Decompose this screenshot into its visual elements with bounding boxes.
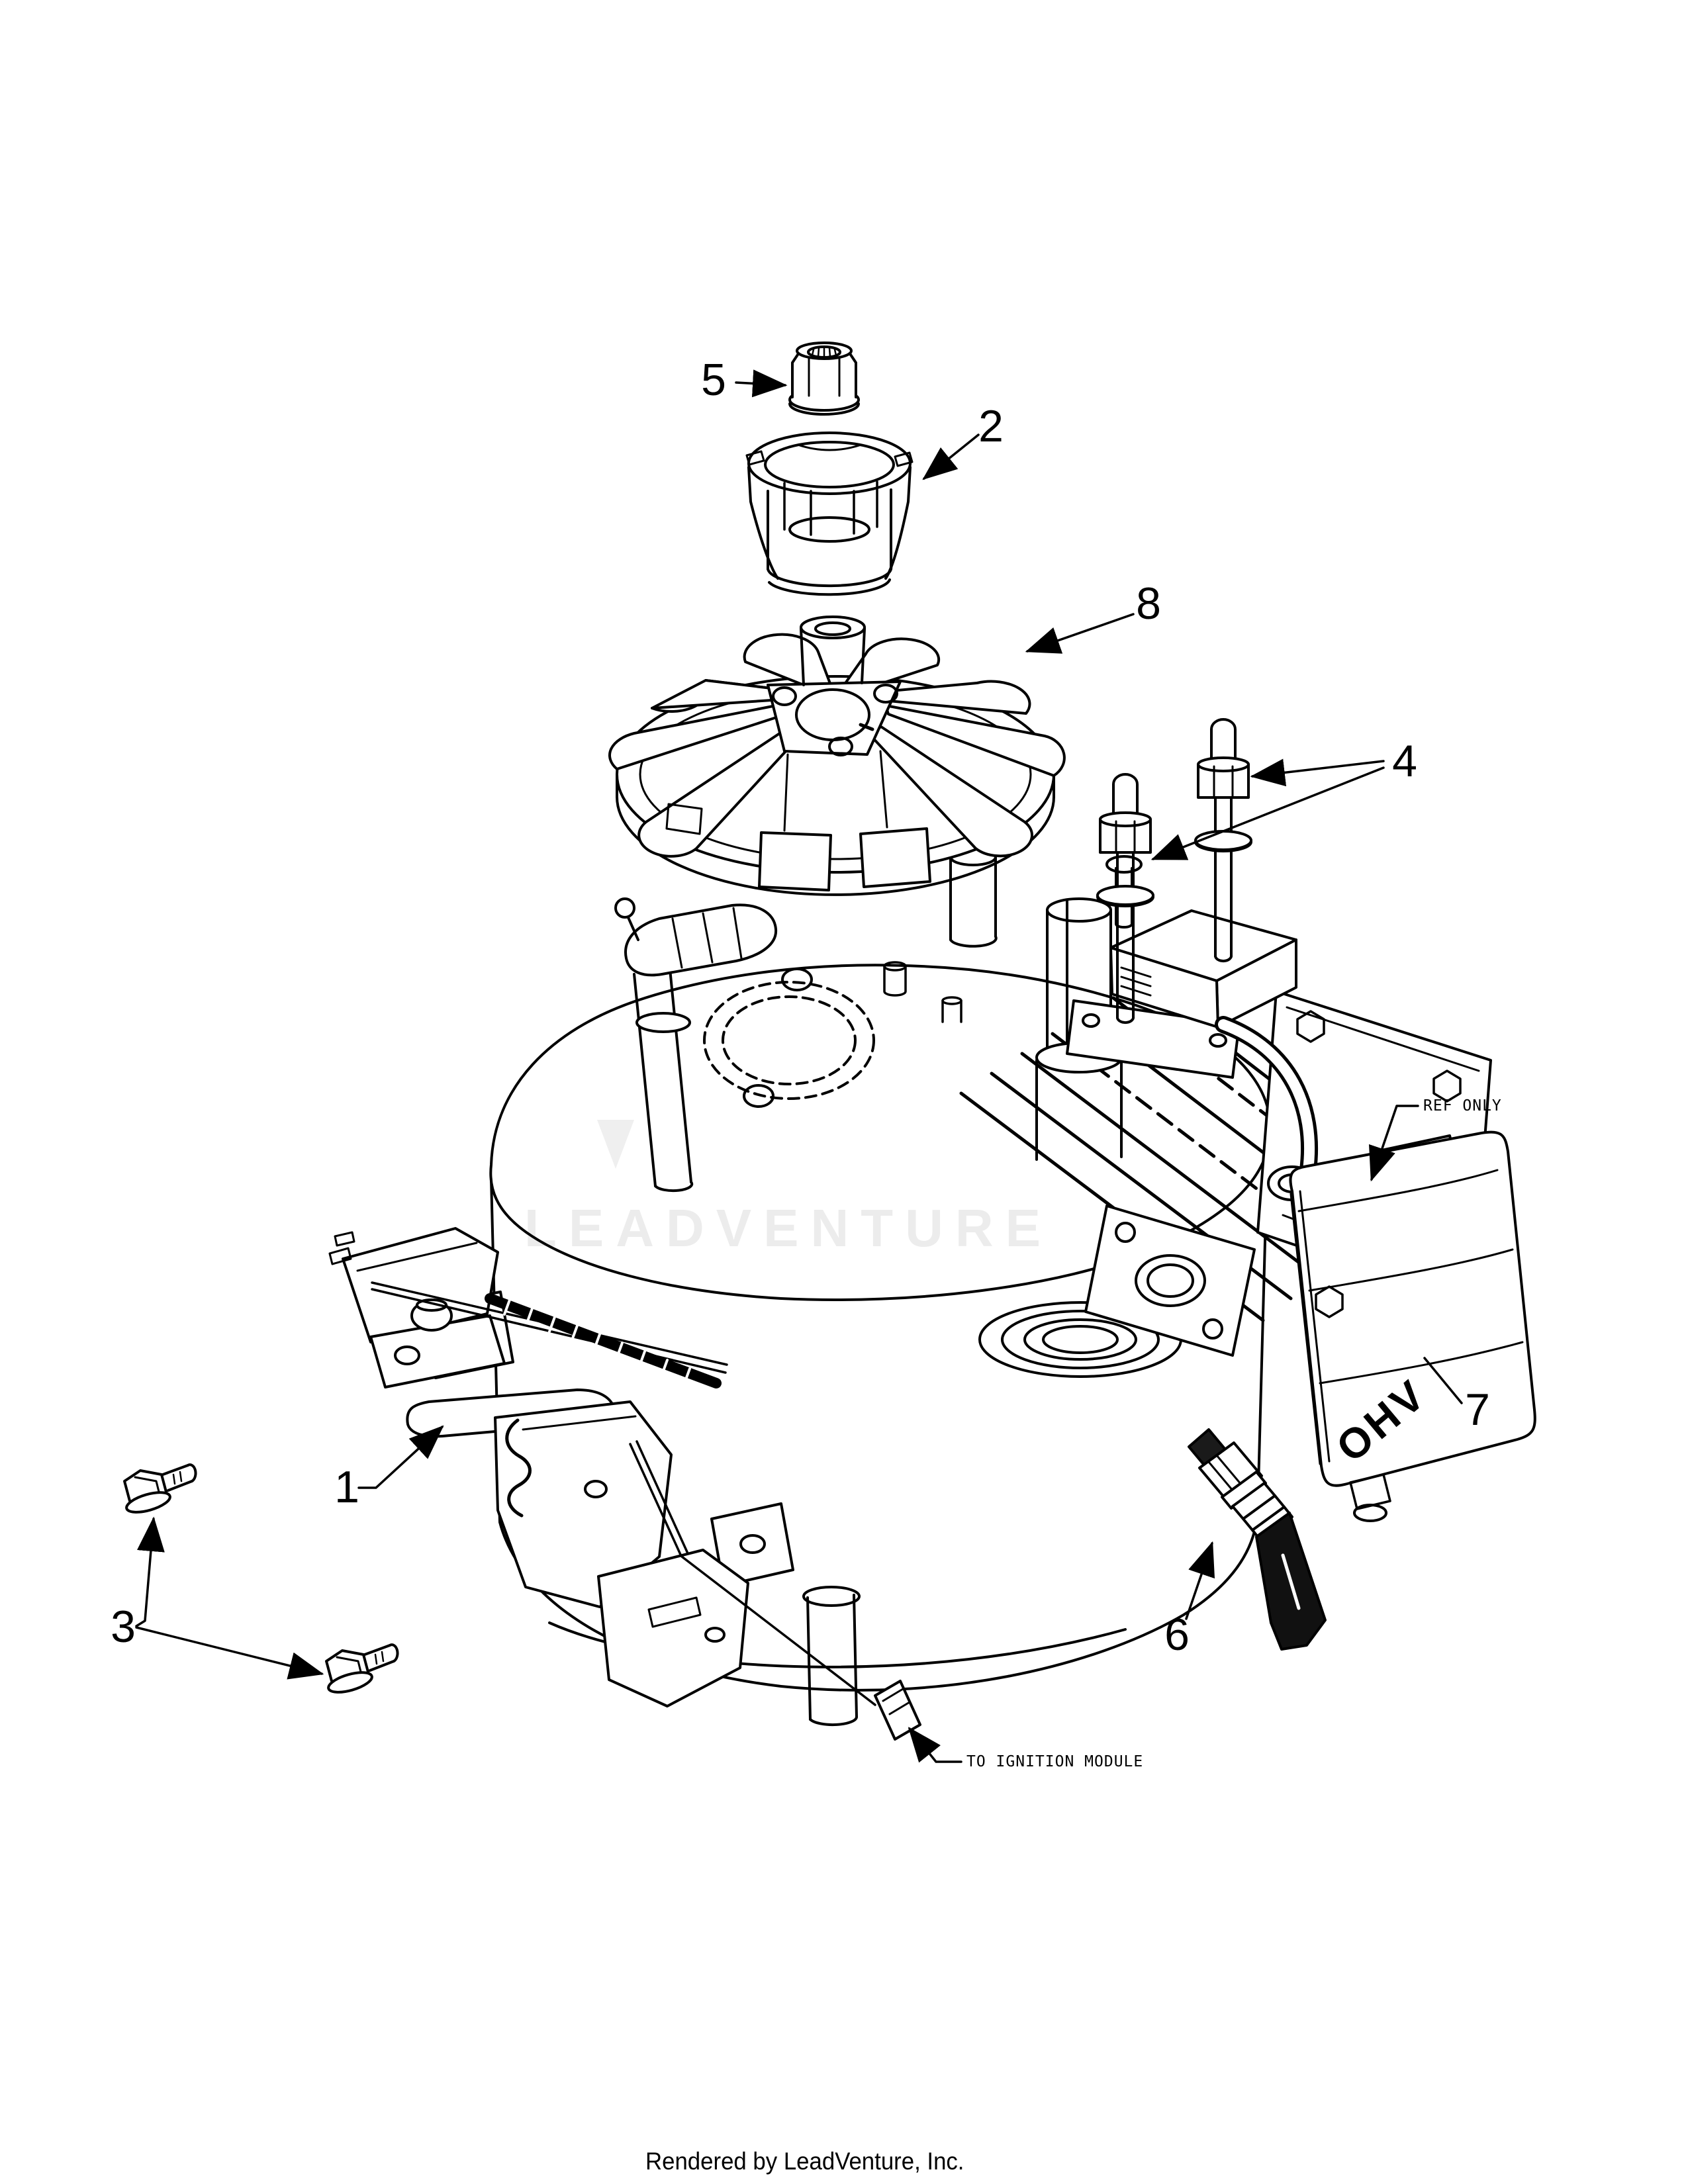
flywheel-nut — [788, 341, 860, 416]
callout-4: 4 — [1392, 736, 1417, 786]
callout-3: 3 — [111, 1602, 136, 1652]
callout-1: 1 — [334, 1462, 359, 1512]
watermark-logo-icon — [597, 1120, 634, 1169]
ignition-wire-connector — [680, 1555, 921, 1741]
annotation-ref-only: REF ONLY — [1423, 1097, 1502, 1115]
muffler — [1289, 1130, 1536, 1522]
callout-8: 8 — [1136, 578, 1161, 629]
footer-credit: Rendered by LeadVenture, Inc. — [645, 2148, 964, 2175]
stud-right — [1194, 718, 1252, 963]
flywheel-fan — [608, 615, 1066, 896]
intake-flange — [1084, 1205, 1256, 1357]
callout-7: 7 — [1465, 1385, 1490, 1435]
dipstick — [614, 897, 778, 1193]
starter-cup — [745, 432, 914, 596]
watermark-text: LEADVENTURE — [524, 1199, 1053, 1257]
callout-6: 6 — [1164, 1610, 1190, 1660]
annotation-to-ignition-module: TO IGNITION MODULE — [966, 1753, 1144, 1770]
callout-5: 5 — [701, 355, 726, 405]
flange-bolts — [123, 1463, 399, 1698]
pto-shaft — [802, 1586, 861, 1727]
mounting-studs — [1096, 718, 1252, 1024]
leader-lines — [135, 369, 1463, 1763]
flange-bolt — [123, 1463, 197, 1514]
fan-blades — [608, 633, 1066, 858]
callout-2: 2 — [978, 401, 1004, 451]
spark-plug — [1188, 1428, 1327, 1651]
engine-block — [422, 961, 1401, 1727]
stud-left — [1096, 773, 1154, 1024]
